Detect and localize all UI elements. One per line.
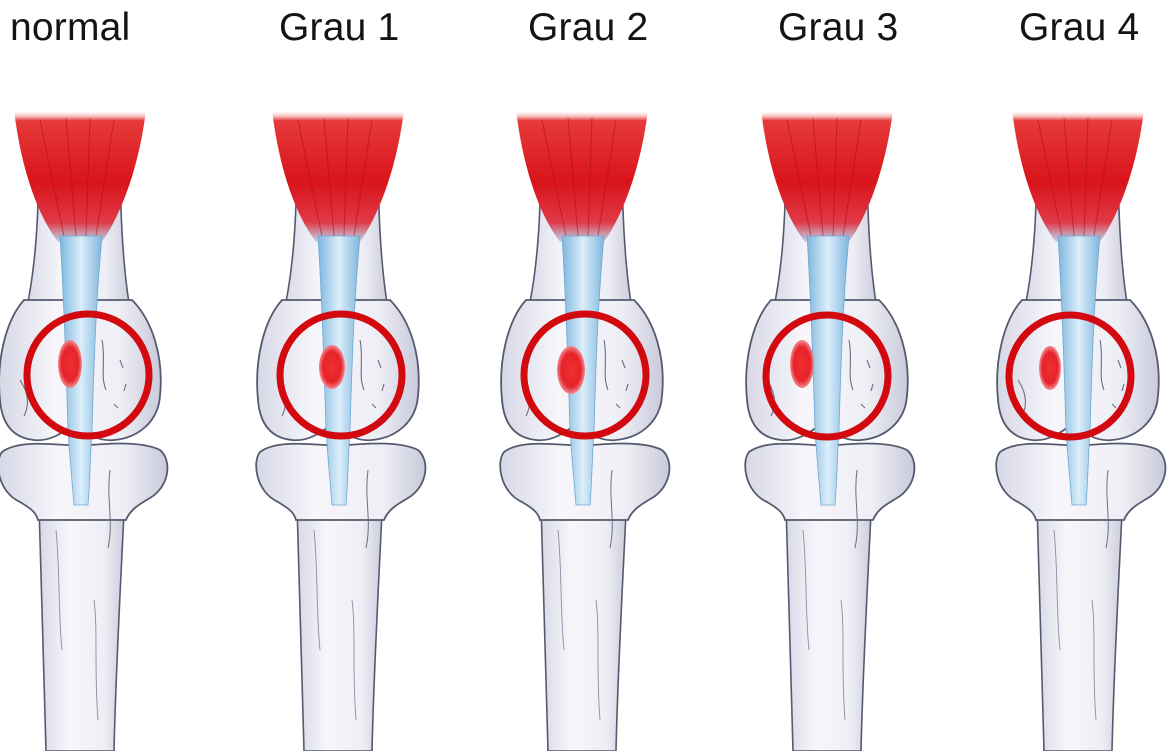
knee-illustration-grau-2	[500, 110, 669, 751]
lesion-spot	[1039, 346, 1061, 390]
knee-illustration-grau-4	[996, 110, 1165, 751]
knee-illustration-normal	[0, 110, 167, 751]
lesion-spot	[319, 345, 345, 389]
knee-illustration-grau-3	[745, 110, 914, 751]
lesion-spot	[58, 340, 82, 388]
lesion-spot	[557, 346, 585, 394]
lesion-spot	[790, 340, 814, 388]
knee-illustration-grau-1	[256, 110, 425, 751]
